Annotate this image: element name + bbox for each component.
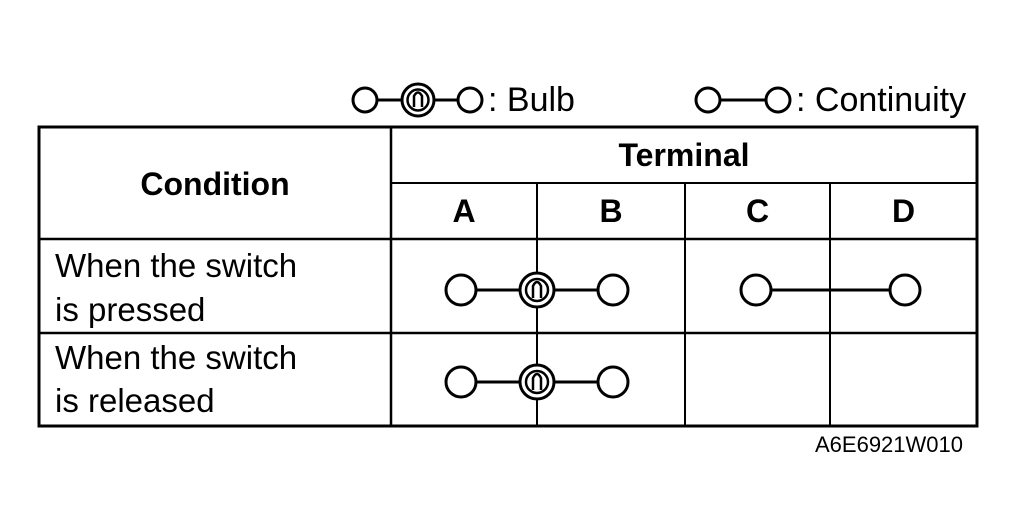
terminal-d-circle-icon bbox=[888, 273, 922, 307]
table-border bbox=[37, 125, 979, 428]
legend-continuity-label: : Continuity bbox=[796, 81, 967, 119]
row1-cd-continuity-symbol bbox=[739, 273, 922, 307]
row2-condition-line2: is released bbox=[55, 382, 215, 419]
terminal-b-circle-icon bbox=[596, 365, 630, 399]
terminal-a-circle-icon bbox=[444, 273, 478, 307]
terminal-circle-icon bbox=[764, 86, 792, 114]
terminal-circle-icon bbox=[456, 86, 484, 114]
terminal-a-circle-icon bbox=[444, 365, 478, 399]
legend-bulb-symbol bbox=[351, 82, 484, 118]
row2-condition-line1: When the switch bbox=[55, 339, 298, 376]
row1-ab-bulb-symbol bbox=[444, 271, 630, 309]
row1-condition-line1: When the switch bbox=[55, 247, 298, 284]
terminal-b-circle-icon bbox=[596, 273, 630, 307]
terminal-a-header: A bbox=[452, 193, 476, 229]
condition-header: Condition bbox=[140, 166, 290, 202]
legend-continuity-symbol bbox=[694, 86, 792, 114]
row2-ab-bulb-symbol bbox=[444, 363, 630, 401]
figure-code: A6E6921W010 bbox=[815, 432, 963, 457]
table-grid bbox=[37, 125, 979, 428]
terminal-d-header: D bbox=[891, 193, 916, 229]
terminal-circle-icon bbox=[351, 86, 379, 114]
terminal-b-header: B bbox=[599, 193, 623, 229]
terminal-circle-icon bbox=[694, 86, 722, 114]
legend-bulb-label: : Bulb bbox=[488, 81, 575, 119]
terminal-c-header: C bbox=[745, 193, 770, 229]
row1-condition-line2: is pressed bbox=[55, 291, 206, 328]
terminal-header: Terminal bbox=[618, 137, 750, 173]
terminal-c-circle-icon bbox=[739, 273, 773, 307]
